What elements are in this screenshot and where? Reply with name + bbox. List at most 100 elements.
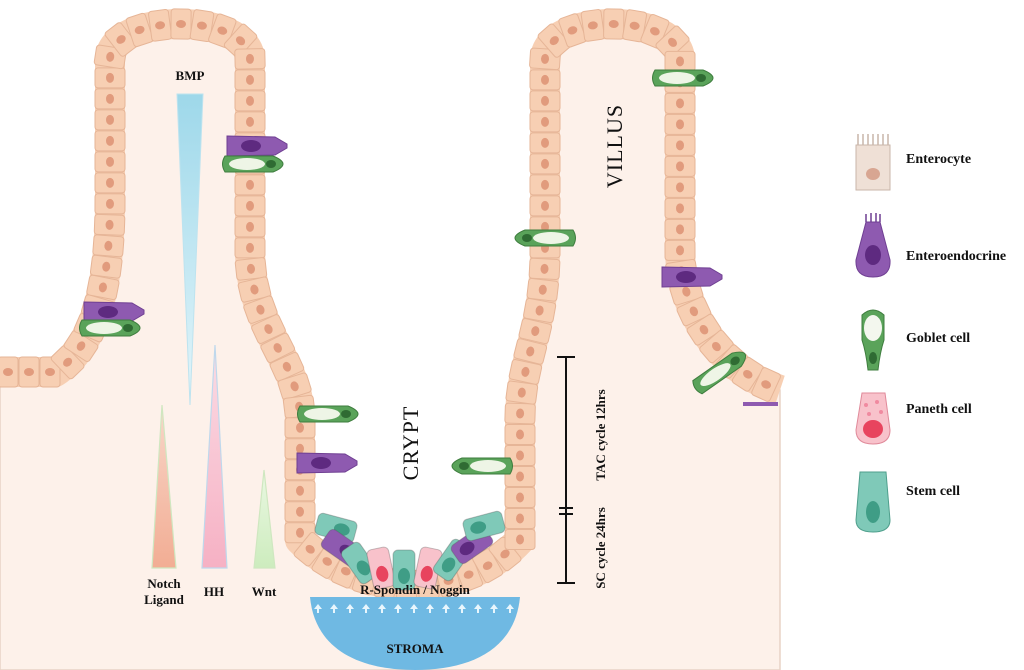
hh-gradient bbox=[201, 344, 228, 569]
enterocyte-cell bbox=[664, 50, 696, 72]
stroma-arrow bbox=[394, 604, 402, 613]
enterocyte-cell bbox=[18, 356, 40, 388]
enterocyte-cell bbox=[537, 23, 571, 58]
crypt-label: CRYPT bbox=[398, 406, 423, 481]
enterocyte-cell bbox=[504, 402, 536, 425]
enteroendocrine-cell bbox=[661, 266, 723, 288]
cell-cycle-scale bbox=[557, 356, 575, 584]
enterocyte-cell bbox=[92, 234, 125, 258]
enterocyte-cell bbox=[529, 111, 561, 133]
stem-cell-icon bbox=[855, 471, 891, 533]
tac-cycle-label: TAC cycle 12hrs bbox=[593, 389, 608, 480]
goblet-cell-icon bbox=[861, 309, 885, 371]
enterocyte-cell bbox=[237, 276, 272, 303]
enterocyte-cell bbox=[504, 424, 536, 445]
enterocyte-cell bbox=[504, 466, 536, 487]
enteroendocrine-cell bbox=[226, 135, 288, 157]
enterocyte-cell bbox=[529, 174, 561, 196]
legend-label: Enterocyte bbox=[906, 152, 971, 167]
legend-paneth-cell: Paneth cell bbox=[855, 392, 972, 445]
enterocyte-cell bbox=[664, 134, 696, 156]
stroma-arrow bbox=[490, 604, 498, 613]
enterocyte-cell bbox=[603, 8, 625, 40]
legend-label: Paneth cell bbox=[906, 402, 972, 417]
goblet-cell bbox=[222, 155, 284, 173]
enterocyte-cell bbox=[94, 172, 126, 194]
stroma-arrow bbox=[314, 604, 322, 613]
stroma-label: STROMA bbox=[386, 641, 444, 656]
enterocyte-cell bbox=[751, 367, 781, 402]
legend-enteroendocrine: Enteroendocrine bbox=[855, 213, 1006, 278]
legend-label: Enteroendocrine bbox=[906, 249, 1006, 264]
enterocyte-cell bbox=[223, 23, 258, 58]
enterocyte-cell bbox=[284, 480, 316, 502]
enterocyte-cell bbox=[504, 487, 536, 508]
enterocyte-cell bbox=[523, 298, 557, 324]
enterocyte-cell bbox=[526, 277, 559, 302]
goblet-cell bbox=[652, 69, 714, 87]
enterocyte-cell bbox=[94, 151, 126, 173]
villus-label: VILLUS bbox=[602, 104, 627, 188]
enterocyte-cell bbox=[234, 216, 266, 238]
enterocyte-cell bbox=[93, 213, 126, 236]
enterocyte-cell bbox=[622, 9, 648, 43]
epithelium bbox=[0, 8, 786, 601]
goblet-cell bbox=[79, 319, 141, 337]
goblet-cell bbox=[297, 405, 359, 423]
enterocyte-cell bbox=[505, 380, 539, 405]
enterocyte-cell bbox=[234, 195, 266, 217]
legend-label: Stem cell bbox=[906, 484, 960, 499]
enterocyte-cell bbox=[699, 329, 734, 364]
enterocyte-cell bbox=[94, 130, 126, 152]
enterocyte-cell bbox=[664, 218, 696, 240]
sc-cycle-label: SC cycle 24hrs bbox=[593, 507, 608, 589]
enterocyte-cell bbox=[170, 8, 192, 40]
enterocyte-cell bbox=[189, 9, 215, 43]
enterocyte-cell bbox=[234, 69, 266, 91]
bmp-label: BMP bbox=[176, 68, 205, 83]
enterocyte-cell bbox=[243, 295, 278, 324]
enterocyte-cell bbox=[731, 356, 764, 392]
enterocyte-cell bbox=[664, 113, 696, 135]
stroma-arrow bbox=[474, 604, 482, 613]
enteroendocrine-cell bbox=[296, 452, 358, 474]
enterocyte-cell bbox=[94, 109, 126, 131]
notch-gradient bbox=[151, 404, 177, 569]
enterocyte-cell bbox=[504, 445, 536, 466]
enterocyte-cell bbox=[269, 351, 305, 382]
stroma-arrows bbox=[314, 604, 514, 613]
stem-cell bbox=[462, 510, 506, 542]
enterocyte-cell bbox=[293, 532, 327, 567]
enterocyte-cell bbox=[504, 529, 536, 550]
crypt-base-cells bbox=[314, 510, 506, 591]
enterocyte-cell bbox=[454, 557, 484, 592]
stroma bbox=[310, 597, 520, 670]
legend-goblet-cell: Goblet cell bbox=[861, 309, 970, 371]
enterocyte-cell bbox=[94, 67, 126, 89]
enterocyte-cell bbox=[94, 193, 126, 215]
enterocyte-cell bbox=[234, 90, 266, 112]
stroma-arrow bbox=[346, 604, 354, 613]
goblet-cell bbox=[692, 351, 747, 395]
specialised-cells bbox=[79, 69, 778, 475]
stroma-arrow bbox=[442, 604, 450, 613]
enterocyte-cell bbox=[148, 9, 173, 42]
legend-enterocyte: Enterocyte bbox=[855, 134, 971, 191]
enterocyte-cell bbox=[513, 338, 548, 365]
enterocyte-cell bbox=[234, 257, 268, 281]
enterocyte-cell bbox=[529, 132, 561, 154]
goblet-cell bbox=[451, 457, 513, 475]
paneth-cell-icon bbox=[855, 392, 891, 445]
ligand-label: Ligand bbox=[144, 592, 185, 607]
enterocyte-cell bbox=[0, 356, 19, 388]
enterocyte-cell bbox=[664, 239, 696, 261]
legend-stem-cell: Stem cell bbox=[855, 471, 960, 533]
enterocyte-cell bbox=[664, 92, 696, 114]
stroma-arrow bbox=[378, 604, 386, 613]
enterocyte-cell bbox=[50, 345, 85, 380]
enterocyte-cell bbox=[686, 313, 722, 346]
enterocyte-cell bbox=[518, 318, 553, 345]
enterocyte-cell bbox=[63, 330, 99, 363]
enterocyte-cell bbox=[664, 197, 696, 219]
